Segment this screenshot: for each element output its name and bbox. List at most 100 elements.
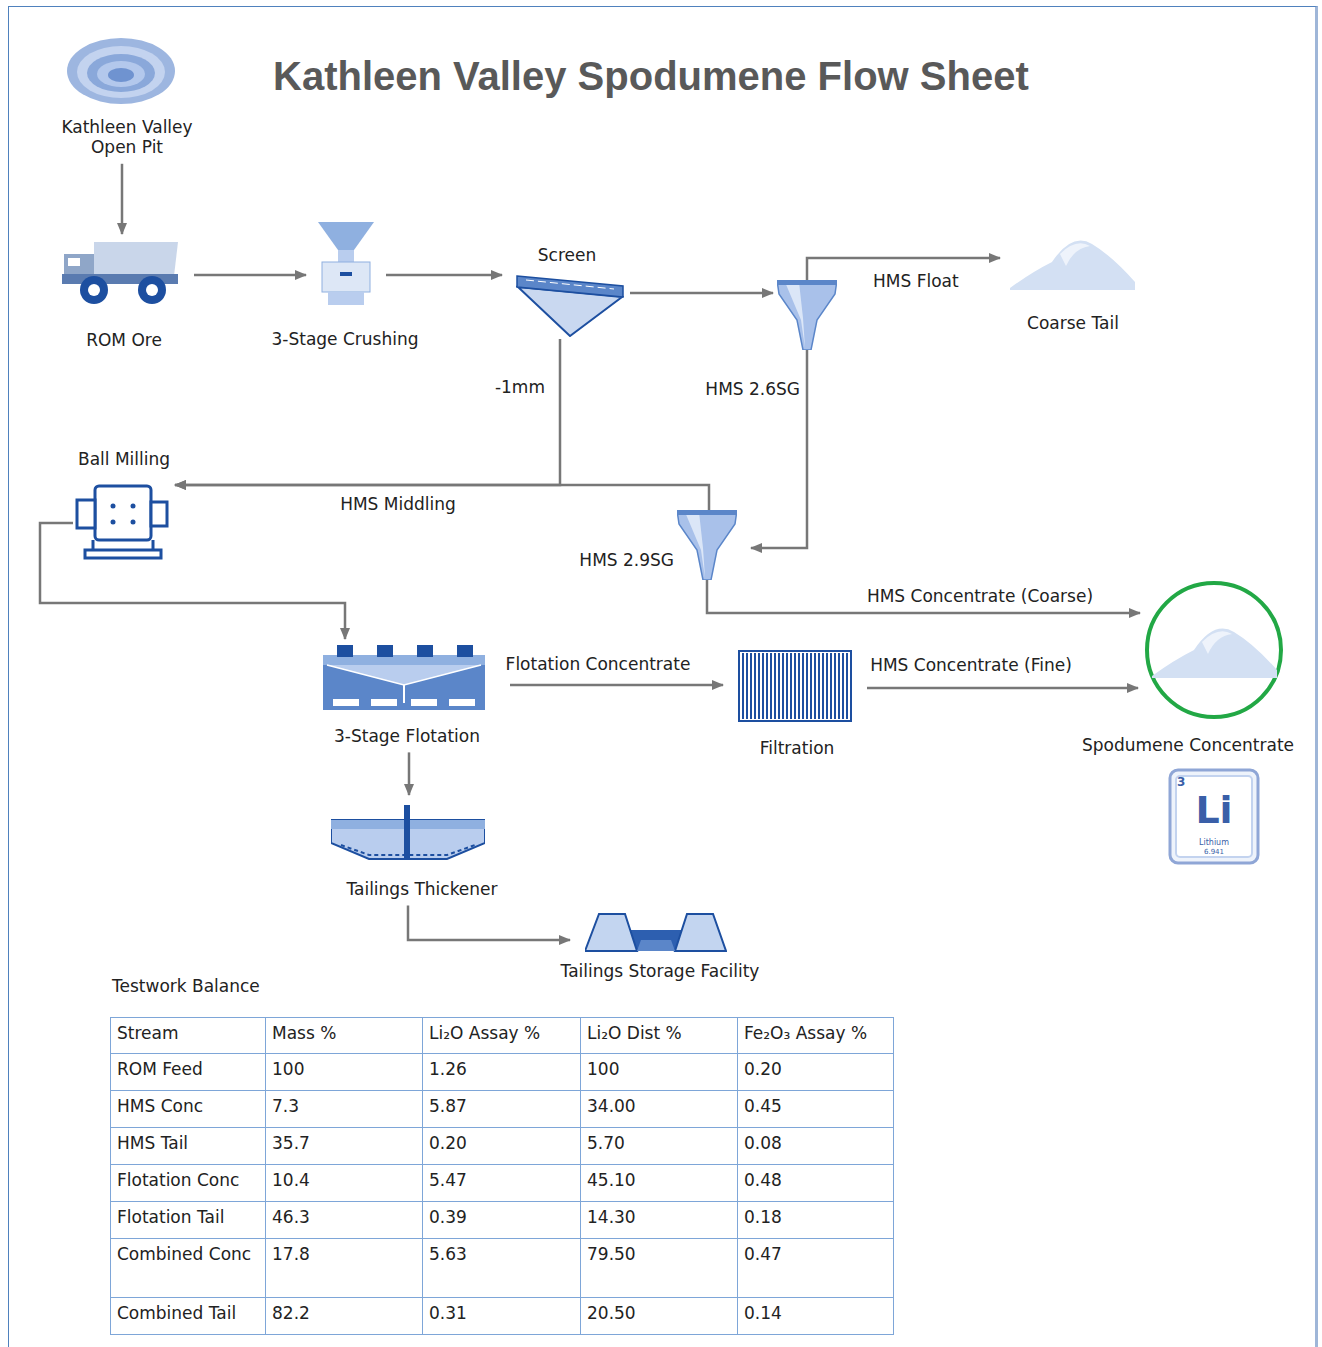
screen-drawing — [516, 273, 624, 337]
cyclone-icon: HMS 2.6SG — [777, 280, 837, 350]
node-label: Coarse Tail — [1027, 313, 1119, 333]
flow-arrow — [40, 523, 345, 639]
table-heading: Testwork Balance — [112, 976, 260, 996]
flotation-drawing — [323, 645, 485, 710]
table-cell: 45.10 — [580, 1164, 739, 1203]
table-cell: 0.31 — [422, 1297, 582, 1335]
table-cell: HMS Conc — [110, 1090, 267, 1129]
flow-arrow — [408, 905, 570, 940]
filter-drawing — [738, 650, 852, 722]
table-header-cell: Li₂O Assay % — [422, 1017, 582, 1055]
stockpile-drawing — [1010, 232, 1135, 290]
table-header-cell: Mass % — [265, 1017, 424, 1055]
flow-arrow — [121, 164, 124, 234]
table-cell: 5.63 — [422, 1238, 582, 1299]
table-cell: 100 — [580, 1053, 739, 1092]
table-cell: Combined Tail — [110, 1297, 267, 1335]
crusher-drawing — [318, 222, 374, 305]
table-cell: 14.30 — [580, 1201, 739, 1240]
flow-arrow — [408, 752, 411, 795]
table-cell: 0.08 — [737, 1127, 894, 1166]
table-cell: 10.4 — [265, 1164, 424, 1203]
crusher-icon: 3-Stage Crushing — [318, 222, 374, 305]
element-text: 3 — [1177, 775, 1185, 789]
product-drawing — [1144, 580, 1284, 720]
table-cell: 0.20 — [422, 1127, 582, 1166]
table-cell: 7.3 — [265, 1090, 424, 1129]
table-cell: 0.47 — [737, 1238, 894, 1299]
table-cell: HMS Tail — [110, 1127, 267, 1166]
node-label: ROM Ore — [86, 330, 162, 350]
node-label: HMS 2.6SG — [705, 379, 800, 399]
haul-truck-drawing — [62, 238, 178, 306]
open-pit-icon: Kathleen Valley Open Pit — [65, 36, 177, 106]
table-cell: 17.8 — [265, 1238, 424, 1299]
flow-arrow — [194, 274, 306, 277]
table-cell: 79.50 — [580, 1238, 739, 1299]
flow-label: HMS Float — [871, 271, 961, 291]
stockpile-icon: Coarse Tail — [1010, 232, 1135, 290]
node-label: Ball Milling — [78, 449, 170, 469]
table-cell: 0.48 — [737, 1164, 894, 1203]
flow-label: Flotation Concentrate — [504, 654, 693, 674]
node-label: Spodumene Concentrate — [1082, 735, 1294, 755]
ball-mill-icon: Ball Milling — [73, 478, 173, 560]
table-cell: Flotation Tail — [110, 1201, 267, 1240]
table-cell: Combined Conc — [110, 1238, 267, 1299]
cyclone-icon: HMS 2.9SG — [677, 510, 737, 580]
node-label: Tailings Storage Facility — [561, 961, 760, 981]
table-header-cell: Li₂O Dist % — [580, 1017, 739, 1055]
table-cell: 35.7 — [265, 1127, 424, 1166]
product-circle: Spodumene Concentrate — [1144, 580, 1284, 720]
node-label: Screen — [538, 245, 596, 265]
tailings-dam-icon: Tailings Storage Facility — [585, 912, 727, 952]
table-cell: 20.50 — [580, 1297, 739, 1335]
table-cell: 0.39 — [422, 1201, 582, 1240]
table-header-cell: Stream — [110, 1017, 267, 1055]
flow-arrow — [386, 274, 502, 277]
cyclone-drawing — [777, 280, 837, 350]
table-cell: ROM Feed — [110, 1053, 267, 1092]
table-cell: Flotation Conc — [110, 1164, 267, 1203]
table-header-cell: Fe₂O₃ Assay % — [737, 1017, 894, 1055]
table-cell: 100 — [265, 1053, 424, 1092]
flow-label: HMS Concentrate (Coarse) — [865, 586, 1095, 606]
flow-label: HMS Concentrate (Fine) — [868, 655, 1074, 675]
tailings-dam-drawing — [585, 912, 727, 952]
flow-arrow — [867, 687, 1138, 690]
flow-arrow — [510, 684, 723, 687]
ball-mill-drawing — [73, 478, 173, 560]
node-label: Tailings Thickener — [346, 879, 497, 899]
element-text: Li — [1195, 788, 1232, 834]
table-cell: 34.00 — [580, 1090, 739, 1129]
table-cell: 0.18 — [737, 1201, 894, 1240]
table-cell: 1.26 — [422, 1053, 582, 1092]
flow-label: -1mm — [493, 377, 547, 397]
diagram-title: Kathleen Valley Spodumene Flow Sheet — [273, 54, 1029, 99]
node-label: 3-Stage Flotation — [334, 726, 480, 746]
table-cell: 5.87 — [422, 1090, 582, 1129]
flow-arrow — [175, 339, 560, 485]
flow-arrow — [707, 580, 1140, 613]
table-cell: 82.2 — [265, 1297, 424, 1335]
cyclone-drawing — [677, 510, 737, 580]
lithium-element-tile: 3LiLithium6.941 — [1168, 768, 1260, 865]
haul-truck-icon: ROM Ore — [62, 238, 178, 306]
table-cell: 0.45 — [737, 1090, 894, 1129]
open-pit-drawing — [65, 36, 177, 106]
node-label: HMS 2.9SG — [579, 550, 674, 570]
thickener-icon: Tailings Thickener — [331, 805, 485, 862]
element-text: 6.941 — [1204, 848, 1224, 856]
table-cell: 0.14 — [737, 1297, 894, 1335]
table-cell: 5.47 — [422, 1164, 582, 1203]
element-text: Lithium — [1199, 838, 1229, 848]
screen-icon: Screen — [516, 273, 624, 337]
flotation-cells-icon: 3-Stage Flotation — [323, 645, 485, 710]
flow-arrow — [630, 292, 773, 295]
thickener-drawing — [331, 805, 485, 862]
node-label: Kathleen Valley Open Pit — [52, 117, 202, 158]
table-cell: 46.3 — [265, 1201, 424, 1240]
flow-label: HMS Middling — [338, 494, 458, 514]
node-label: Filtration — [760, 738, 835, 758]
table-cell: 5.70 — [580, 1127, 739, 1166]
